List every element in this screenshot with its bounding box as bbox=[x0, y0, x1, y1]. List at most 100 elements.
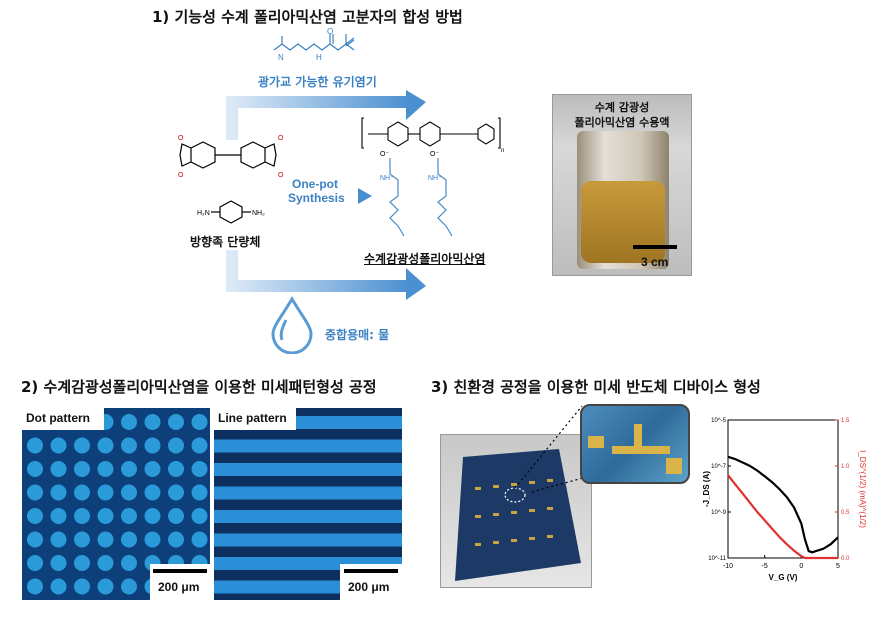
dot bbox=[27, 437, 43, 454]
y-left-tick-label: 10^-11 bbox=[708, 556, 726, 562]
section3-title: 3) 친환경 공정을 이용한 미세 반도체 디바이스 형성 bbox=[431, 378, 761, 396]
water-drop-icon bbox=[271, 296, 313, 354]
svg-text:n: n bbox=[501, 148, 504, 154]
y-right-tick-label: 1.0 bbox=[841, 464, 850, 470]
line-pattern-image: Line pattern 200 μm bbox=[214, 408, 402, 600]
dot-pattern-image: Dot pattern 200 μm bbox=[22, 408, 210, 600]
dot bbox=[191, 531, 208, 548]
pattern-line bbox=[214, 463, 402, 476]
svg-text:O: O bbox=[178, 172, 184, 179]
dot bbox=[74, 578, 90, 595]
dot-label-bg bbox=[22, 408, 104, 430]
svg-text:O: O bbox=[327, 28, 333, 36]
dot bbox=[74, 508, 90, 524]
svg-text:H: H bbox=[316, 53, 322, 62]
series-line-1 bbox=[727, 474, 838, 560]
dot bbox=[74, 461, 90, 477]
solution-photo: 수계 감광성 폴리아믹산염 수용액 3 cm bbox=[552, 94, 692, 276]
dot bbox=[97, 578, 114, 595]
dot bbox=[144, 531, 161, 548]
monomer-label: 방향족 단량체 bbox=[190, 235, 261, 249]
vial bbox=[577, 131, 669, 269]
dot bbox=[168, 508, 184, 524]
dot bbox=[144, 414, 161, 430]
organic-base-structure: N H O bbox=[273, 28, 355, 62]
photo-label-2: 폴리아믹산염 수용액 bbox=[574, 116, 670, 129]
dot bbox=[144, 508, 161, 524]
dot bbox=[50, 437, 67, 454]
dot bbox=[97, 484, 114, 501]
x-tick-label: -10 bbox=[723, 563, 733, 570]
line-scale-text: 200 μm bbox=[348, 580, 390, 594]
device-wafer bbox=[455, 449, 581, 581]
one-pot-label-2: Synthesis bbox=[288, 191, 345, 205]
dot bbox=[121, 555, 137, 571]
dot bbox=[168, 437, 184, 454]
dot bbox=[97, 531, 114, 548]
photo-scalebar bbox=[633, 245, 677, 249]
dot bbox=[144, 461, 161, 477]
dot bbox=[97, 555, 114, 571]
dot bbox=[191, 508, 208, 524]
product-label: 수계감광성폴리아믹산염 bbox=[364, 252, 486, 266]
pattern-line bbox=[214, 510, 402, 523]
device-photo bbox=[440, 434, 592, 588]
dot bbox=[27, 555, 43, 571]
dot bbox=[74, 531, 90, 548]
dianhydride-structure: O O O O bbox=[178, 135, 284, 179]
dot bbox=[74, 555, 90, 571]
one-pot-label-1: One-pot bbox=[292, 177, 338, 191]
section2-title: 2) 수계감광성폴리아믹산염을 이용한 미세패턴형성 공정 bbox=[21, 378, 377, 396]
inset-electrodes bbox=[588, 424, 682, 474]
dot bbox=[74, 484, 90, 501]
pattern-line bbox=[214, 486, 402, 500]
dot bbox=[97, 437, 114, 454]
dot bbox=[27, 531, 43, 548]
svg-text:N: N bbox=[278, 53, 284, 62]
svg-text:NH⁺: NH⁺ bbox=[428, 175, 442, 182]
svg-text:NH₂: NH₂ bbox=[252, 210, 265, 217]
dot bbox=[144, 484, 161, 501]
line-label-bg bbox=[214, 408, 296, 430]
svg-text:O⁻: O⁻ bbox=[380, 151, 389, 158]
svg-text:O: O bbox=[178, 135, 184, 142]
svg-text:NH⁺: NH⁺ bbox=[380, 175, 394, 182]
svg-text:O: O bbox=[278, 172, 284, 179]
photo-group-label: 광가교 가능한 유기염기 bbox=[258, 75, 377, 89]
y-axis-right-label: I_DS^(1/2) (mA)^(1/2) bbox=[858, 450, 867, 528]
dot bbox=[27, 508, 43, 524]
svg-text:H₂N: H₂N bbox=[197, 210, 210, 217]
y-right-tick-label: 0.5 bbox=[841, 510, 850, 516]
dot bbox=[50, 484, 67, 501]
solution-liquid bbox=[581, 181, 665, 263]
dot bbox=[191, 461, 208, 477]
dot bbox=[50, 555, 67, 571]
polymer-structure: O⁻ O⁻ NH⁺ NH⁺ n bbox=[361, 117, 504, 237]
synthesis-arrows bbox=[226, 90, 426, 300]
dot bbox=[74, 437, 90, 454]
dot bbox=[121, 508, 137, 524]
diamine-structure: H₂N NH₂ bbox=[197, 200, 265, 224]
section1-title: 1) 기능성 수계 폴리아믹산염 고분자의 합성 방법 bbox=[152, 8, 463, 26]
dot bbox=[27, 578, 43, 595]
y-left-tick-label: 10^-7 bbox=[711, 464, 726, 470]
y-axis-left-label: -J_DS (A) bbox=[702, 471, 711, 507]
dot bbox=[97, 508, 114, 524]
svg-text:O: O bbox=[278, 135, 284, 142]
x-tick-label: 5 bbox=[836, 563, 840, 570]
line-scalebar bbox=[344, 569, 398, 573]
dot bbox=[27, 484, 43, 501]
dot bbox=[50, 531, 67, 548]
dot bbox=[191, 484, 208, 501]
dot bbox=[121, 414, 137, 430]
dot bbox=[168, 414, 184, 430]
y-left-tick-label: 10^-5 bbox=[711, 418, 726, 424]
y-right-tick-label: 0.0 bbox=[841, 556, 850, 562]
pattern-line bbox=[214, 439, 402, 453]
x-tick-label: 0 bbox=[799, 563, 803, 570]
chart-plot-frame bbox=[727, 419, 839, 559]
solvent-label: 중합용매: 물 bbox=[325, 328, 390, 342]
pattern-line bbox=[214, 533, 402, 547]
dot bbox=[191, 437, 208, 454]
